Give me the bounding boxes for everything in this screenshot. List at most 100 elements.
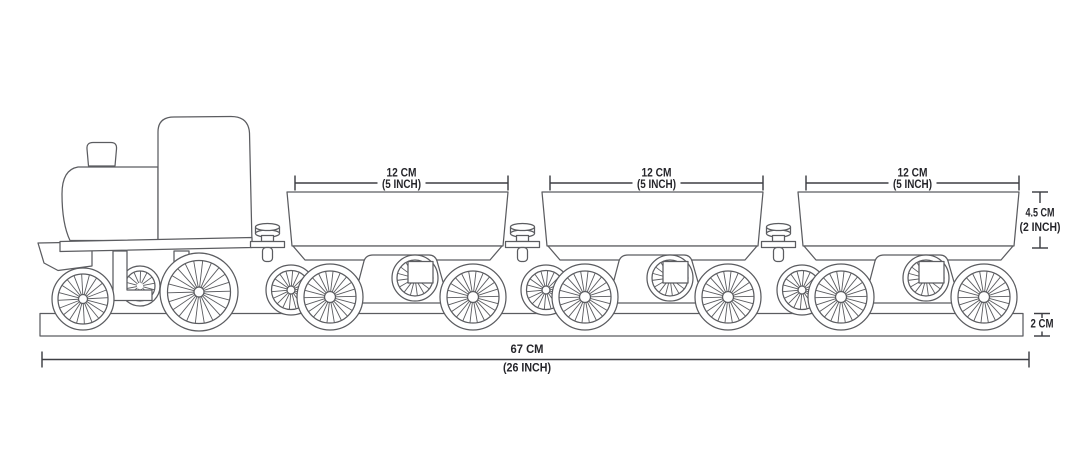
wheel-spoke	[957, 296, 979, 299]
wheel-spoke	[585, 302, 590, 323]
wheel-spoke	[587, 301, 597, 321]
wheel-spoke	[790, 273, 801, 287]
wheel-spoke	[730, 301, 740, 321]
wheel-spoke	[184, 263, 198, 288]
wheel-spoke	[273, 291, 288, 299]
wheel-spoke	[989, 288, 1009, 296]
cart-right-wheel	[950, 263, 1018, 331]
wheel-spoke	[73, 275, 82, 295]
wheel-spoke	[710, 277, 725, 294]
wheel-spoke	[290, 270, 294, 287]
wheel-spoke	[469, 302, 473, 323]
cart-width-label-cm: 12 CM	[898, 168, 928, 180]
wheel-spoke	[335, 288, 355, 296]
wheel-spoke	[85, 277, 97, 296]
wheel-spoke	[527, 284, 543, 290]
wheel-spoke	[841, 271, 845, 292]
wheel-spoke	[313, 300, 327, 318]
wheel-spoke	[967, 300, 981, 318]
wheel-spoke	[989, 297, 1010, 305]
wheel-spoke	[846, 295, 868, 298]
wheel-spoke	[558, 296, 580, 299]
total-length-label-cm: 67 CM	[511, 344, 544, 356]
wheel-spoke	[559, 289, 580, 297]
locomotive-cab	[157, 115, 253, 245]
cart-width-label-inch: (5 INCH)	[382, 179, 421, 191]
wheel-spoke	[142, 276, 153, 285]
wheel-spoke	[785, 278, 799, 289]
wheel-spoke	[59, 300, 79, 309]
wheel-spoke	[589, 299, 608, 311]
wheel-spoke	[534, 273, 545, 287]
cart-left-wheel	[551, 263, 619, 331]
wheel-spoke	[478, 297, 499, 305]
wheel-spoke	[285, 271, 291, 287]
dimension-cart-height: 4.5 CM (2 INCH)	[1020, 191, 1061, 249]
wheel-spoke	[271, 289, 288, 293]
locomotive-front-wheel	[51, 267, 115, 331]
cart-height-label-inch: (2 INCH)	[1020, 222, 1061, 234]
wheel-spoke	[733, 295, 755, 298]
wheel-spoke	[141, 272, 148, 284]
wheel-spoke	[332, 301, 342, 321]
wheel-spoke	[186, 296, 198, 322]
wheel-spoke	[701, 296, 723, 299]
wheel-spoke	[307, 283, 326, 295]
dimension-base-height: 2 CM	[1031, 312, 1054, 337]
wheel-spoke	[546, 293, 552, 309]
cart-3: 12 CM(5 INCH)	[760, 168, 1020, 331]
dimension-cart-width: 12 CM(5 INCH)	[549, 168, 764, 191]
wheel-spoke	[201, 267, 220, 289]
cart-body	[541, 191, 764, 247]
wheel-spoke	[986, 301, 996, 321]
wheel-spoke	[305, 298, 325, 306]
wheel-spoke	[985, 272, 995, 293]
wheel-spoke	[82, 303, 85, 324]
wheel-spoke	[568, 300, 582, 318]
wheel-spoke	[58, 298, 79, 301]
cart-2: 12 CM(5 INCH)	[504, 168, 764, 331]
coupler-cap-top	[509, 222, 536, 232]
wheel-hub	[834, 290, 848, 304]
wheel-spoke	[291, 293, 297, 309]
wheel-spoke	[526, 289, 543, 293]
motor-block	[662, 260, 689, 284]
wheel-spoke	[334, 299, 353, 311]
wheel-spoke	[83, 274, 90, 295]
locomotive-undercarriage	[51, 250, 239, 332]
wheel-hub	[466, 290, 480, 304]
wheel-spoke	[81, 274, 84, 295]
total-length-label-inch: (26 INCH)	[503, 363, 551, 375]
wheel-spoke	[829, 273, 839, 293]
wheel-spoke	[988, 282, 1006, 295]
wheel-spoke	[318, 273, 328, 293]
wheel-spoke	[455, 277, 470, 294]
wheel-spoke	[846, 297, 867, 305]
wheel-spoke	[528, 291, 543, 299]
wheel-spoke	[456, 300, 470, 318]
wheel-spoke	[590, 288, 610, 296]
wheel-spoke	[473, 271, 477, 292]
wheel-spoke	[200, 262, 212, 288]
wheel-spoke	[128, 275, 138, 285]
wheel-spoke	[330, 271, 334, 292]
wheel-spoke	[200, 296, 214, 321]
wheel-spoke	[703, 298, 723, 306]
wheel-spoke	[824, 300, 838, 318]
wheel-spoke	[830, 301, 840, 322]
cart-body	[797, 191, 1020, 247]
wheel-spoke	[292, 272, 300, 287]
wheel-spoke	[724, 302, 728, 323]
wheel-spoke	[193, 260, 199, 288]
cart-width-label-cm: 12 CM	[642, 168, 672, 180]
wheel-spoke	[815, 289, 836, 297]
wheel-spoke	[202, 295, 221, 316]
wheel-spoke	[567, 277, 582, 294]
coupler-pin	[261, 246, 274, 263]
wheel-spoke	[560, 298, 580, 306]
wheel-spoke	[972, 273, 982, 293]
wheel-spoke	[308, 299, 326, 312]
wheel-spoke	[276, 292, 289, 305]
wheel-hub	[578, 290, 592, 304]
motor-block	[918, 260, 945, 284]
